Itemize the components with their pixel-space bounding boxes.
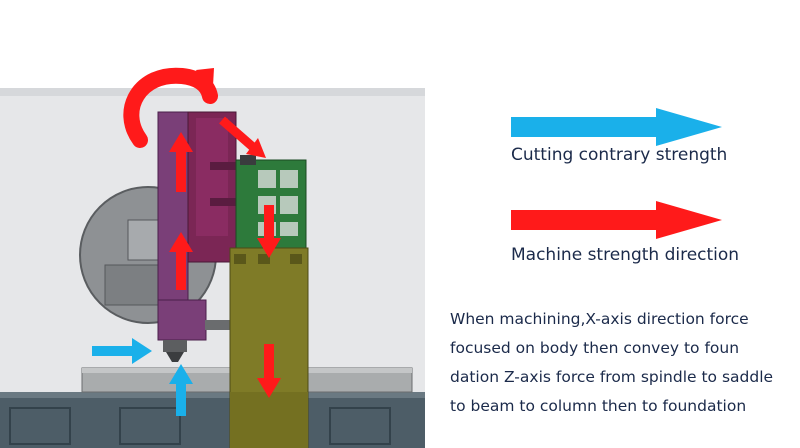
description-line: focused on body then convey to foun (450, 334, 790, 363)
description-line: dation Z-axis force from spindle to sadd… (450, 363, 790, 392)
description-line: to beam to column then to foundation (450, 392, 790, 421)
description-text: When machining,X-axis direction force fo… (450, 305, 790, 421)
legend-cutting-arrow (511, 108, 722, 146)
legend-cutting-label: Cutting contrary strength (511, 145, 727, 165)
spindle-head (158, 112, 240, 362)
legend-machine-arrow (511, 201, 722, 239)
description-line: When machining,X-axis direction force (450, 305, 790, 334)
legend-machine-label: Machine strength direction (511, 245, 739, 265)
